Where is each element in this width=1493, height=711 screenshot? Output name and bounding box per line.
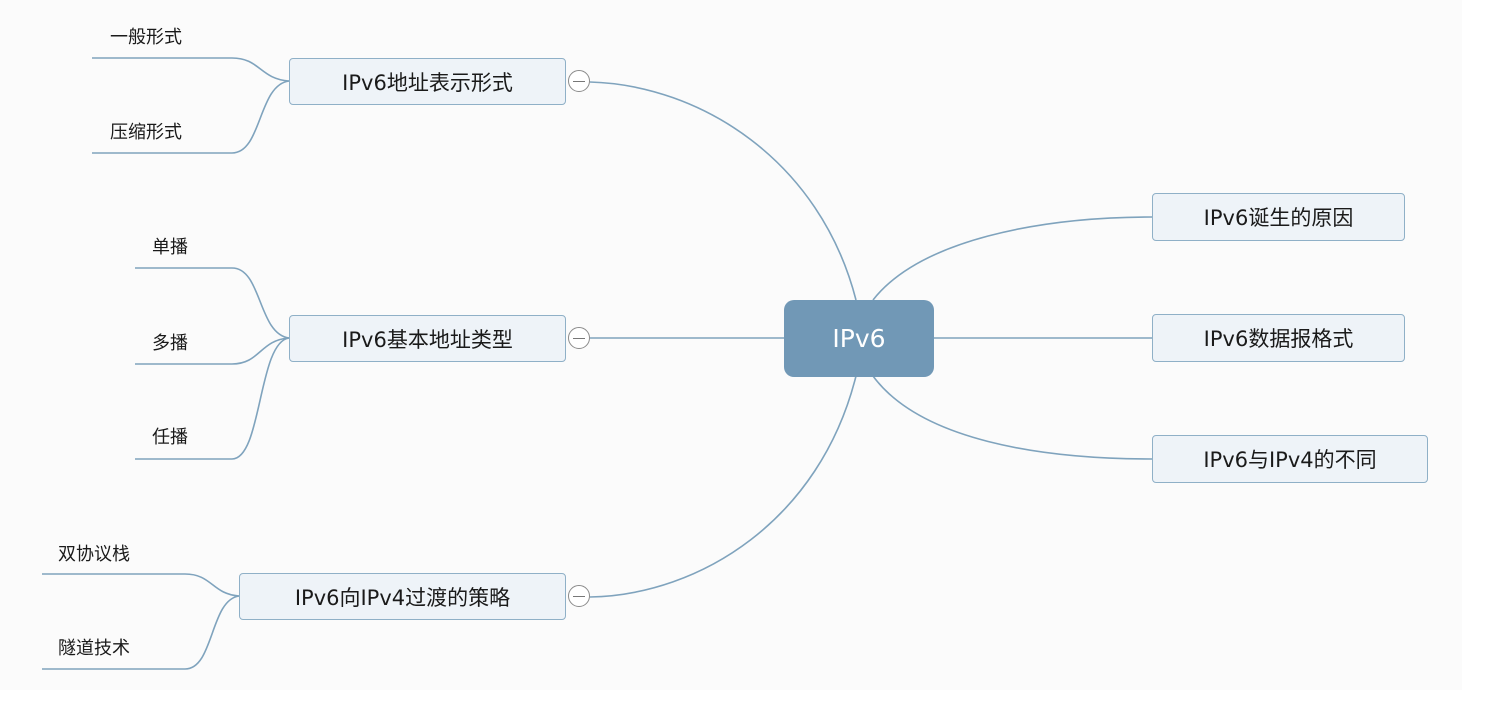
link-root-topic-r3 bbox=[872, 375, 1153, 460]
topic-label: IPv6与IPv4的不同 bbox=[1203, 448, 1377, 472]
collapse-toggle-icon[interactable] bbox=[568, 585, 590, 607]
topic-ipv6-origin[interactable]: IPv6诞生的原因 bbox=[1152, 193, 1405, 241]
subtopic-anycast[interactable]: 任播 bbox=[152, 427, 188, 448]
topic-label: IPv6向IPv4过渡的策略 bbox=[294, 585, 511, 610]
collapse-toggle-icon[interactable] bbox=[568, 70, 590, 92]
link-leaf-renbo bbox=[135, 337, 290, 460]
subtopic-dual-stack[interactable]: 双协议栈 bbox=[58, 544, 130, 565]
subtopic-general-form[interactable]: 一般形式 bbox=[110, 27, 182, 48]
link-leaf-duobo bbox=[135, 337, 290, 365]
link-leaf-shuangxieyi bbox=[42, 573, 240, 597]
link-root-topic-l1 bbox=[589, 81, 857, 301]
link-leaf-danbo bbox=[135, 267, 290, 339]
link-leaf-yasuo bbox=[92, 80, 290, 154]
topic-ipv6-datagram-format[interactable]: IPv6数据报格式 bbox=[1152, 314, 1405, 362]
subtopic-tunneling[interactable]: 隧道技术 bbox=[58, 638, 130, 659]
link-leaf-suidao bbox=[42, 595, 240, 670]
topic-ipv6-transition-strategy[interactable]: IPv6向IPv4过渡的策略 bbox=[239, 573, 566, 620]
topic-label: IPv6地址表示形式 bbox=[342, 70, 513, 95]
connector-lines bbox=[42, 57, 1153, 670]
root-topic-label: IPv6 bbox=[832, 324, 886, 353]
subtopic-compressed-form[interactable]: 压缩形式 bbox=[110, 122, 182, 143]
subtopic-multicast[interactable]: 多播 bbox=[152, 333, 188, 354]
link-leaf-yiban bbox=[92, 57, 290, 82]
topic-label: IPv6数据报格式 bbox=[1203, 327, 1354, 351]
subtopic-unicast[interactable]: 单播 bbox=[152, 237, 188, 258]
topic-ipv6-vs-ipv4[interactable]: IPv6与IPv4的不同 bbox=[1152, 435, 1428, 483]
collapse-toggle-icon[interactable] bbox=[568, 327, 590, 349]
link-root-topic-l3 bbox=[589, 375, 857, 598]
topic-ipv6-address-types[interactable]: IPv6基本地址类型 bbox=[289, 315, 566, 362]
topic-label: IPv6诞生的原因 bbox=[1203, 206, 1354, 230]
link-root-topic-r1 bbox=[872, 216, 1153, 301]
root-topic[interactable]: IPv6 bbox=[784, 300, 934, 377]
mindmap-canvas: IPv6 IPv6地址表示形式 IPv6基本地址类型 IPv6向IPv4过渡的策… bbox=[42, 27, 1428, 670]
topic-ipv6-address-notation[interactable]: IPv6地址表示形式 bbox=[289, 58, 566, 105]
topic-label: IPv6基本地址类型 bbox=[342, 327, 513, 352]
